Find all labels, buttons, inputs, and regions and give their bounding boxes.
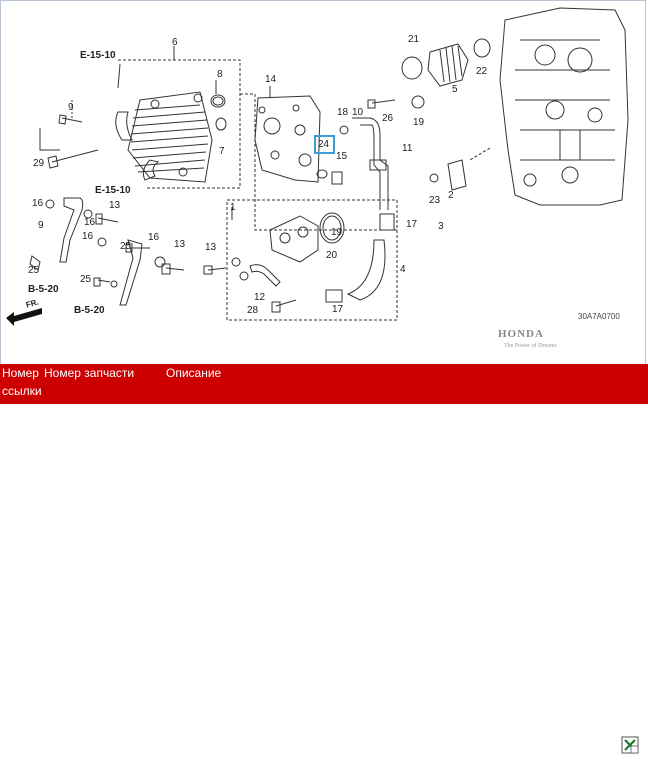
callout-28[interactable]: 28 — [247, 305, 259, 316]
callout-16-b[interactable]: 16 — [84, 217, 96, 228]
callout-3[interactable]: 3 — [438, 221, 444, 232]
callout-4[interactable]: 4 — [400, 264, 406, 275]
diagram-code: 30A7A0700 — [578, 312, 620, 321]
callout-18[interactable]: 18 — [337, 107, 349, 118]
ref-e-15-10-top[interactable]: E-15-10 — [80, 50, 116, 61]
callout-21[interactable]: 21 — [408, 34, 420, 45]
callout-13-b[interactable]: 13 — [174, 239, 186, 250]
col-part-number[interactable]: Номер запчасти — [44, 366, 135, 380]
callout-6[interactable]: 6 — [172, 37, 178, 48]
callout-15[interactable]: 15 — [336, 151, 348, 162]
callout-22[interactable]: 22 — [476, 66, 488, 77]
ref-b-5-20-a[interactable]: B-5-20 — [28, 284, 59, 295]
callout-16-a[interactable]: 16 — [32, 198, 44, 209]
callout-19-top[interactable]: 19 — [413, 117, 425, 128]
callout-25-a[interactable]: 25 — [120, 241, 132, 252]
parts-diagram[interactable]: 6 E-15-10 8 7 9 29 E-15-10 14 18 24 15 1… — [0, 0, 648, 362]
callout-16-d[interactable]: 16 — [148, 232, 160, 243]
parts-diagram-drawing — [6, 7, 629, 326]
parts-table-header: Номер Номер запчасти Описание ссылки — [0, 364, 648, 754]
selected-callout-highlight — [314, 135, 335, 154]
callout-5[interactable]: 5 — [452, 84, 458, 95]
callout-12[interactable]: 12 — [254, 292, 266, 303]
callout-10[interactable]: 10 — [352, 107, 364, 118]
callout-19[interactable]: 19 — [331, 227, 343, 238]
callout-17-top[interactable]: 17 — [406, 219, 418, 230]
callout-8[interactable]: 8 — [217, 69, 223, 80]
callout-11[interactable]: 11 — [402, 143, 413, 154]
callout-9-b[interactable]: 9 — [38, 220, 44, 231]
ref-b-5-20-b[interactable]: B-5-20 — [74, 305, 105, 316]
callout-16-c[interactable]: 16 — [82, 231, 94, 242]
excel-export-icon[interactable] — [620, 735, 640, 755]
callout-25-b[interactable]: 25 — [28, 265, 40, 276]
callout-7[interactable]: 7 — [219, 146, 225, 157]
brand-logo: HONDA — [498, 328, 544, 340]
callout-17-bottom[interactable]: 17 — [332, 304, 344, 315]
brand-tagline: The Power of Dreams — [504, 343, 557, 349]
callout-24[interactable]: 24 — [318, 139, 330, 150]
callout-14[interactable]: 14 — [265, 74, 277, 85]
col-ref-number-line2: ссылки — [2, 384, 42, 398]
callout-13-c[interactable]: 13 — [205, 242, 217, 253]
callout-26[interactable]: 26 — [382, 113, 394, 124]
callout-20[interactable]: 20 — [326, 250, 338, 261]
col-ref-number[interactable]: Номер — [2, 366, 39, 380]
callout-9[interactable]: 9 — [68, 102, 74, 113]
callout-2[interactable]: 2 — [448, 190, 454, 201]
callout-25-c[interactable]: 25 — [80, 274, 92, 285]
callout-13-a[interactable]: 13 — [109, 200, 121, 211]
ref-e-15-10-bottom[interactable]: E-15-10 — [95, 185, 131, 196]
callout-29[interactable]: 29 — [33, 158, 45, 169]
col-description[interactable]: Описание — [166, 366, 222, 380]
callout-1[interactable]: 1 — [230, 202, 236, 213]
callout-23[interactable]: 23 — [429, 195, 441, 206]
